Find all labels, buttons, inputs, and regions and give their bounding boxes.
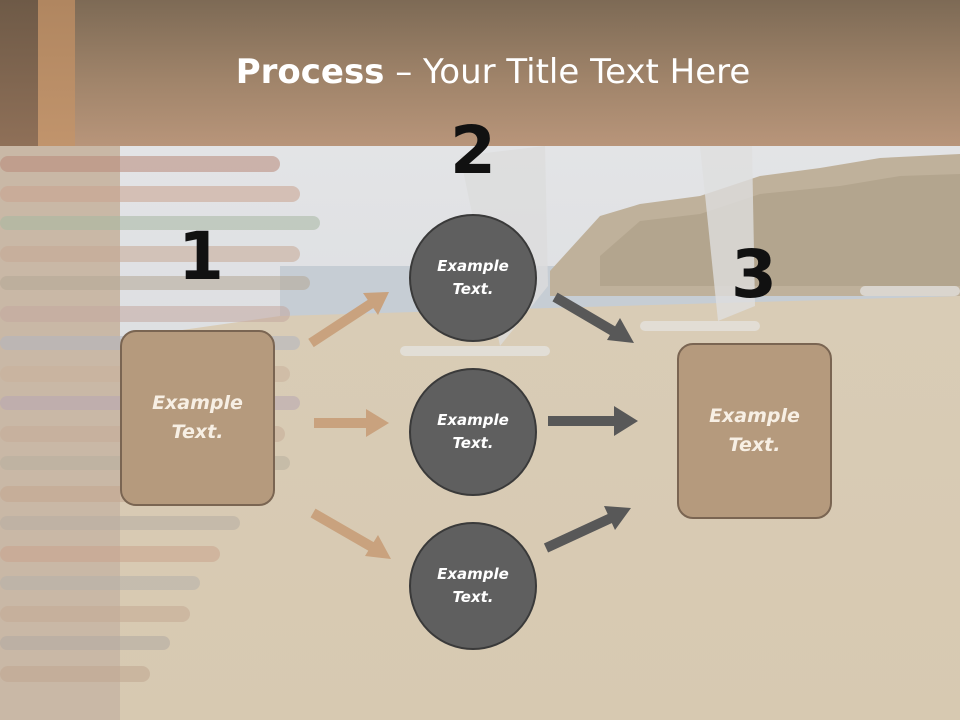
- title-rest-part: – Your Title Text Here: [384, 52, 751, 92]
- circle-node-top[interactable]: Example Text.: [409, 214, 537, 342]
- circle-node-bottom[interactable]: Example Text.: [409, 522, 537, 650]
- circle-middle-label: Example Text.: [437, 411, 509, 452]
- arrow-left-to-middle: [314, 409, 389, 437]
- right-box-label: Example Text.: [709, 405, 800, 456]
- arrow-middle-to-right: [548, 406, 638, 436]
- header-accent-bar-light: [38, 0, 75, 146]
- left-process-box[interactable]: Example Text.: [120, 330, 275, 506]
- header-band: Process – Your Title Text Here: [0, 0, 960, 146]
- step-number-1: 1: [178, 218, 224, 295]
- left-box-label: Example Text.: [152, 392, 243, 443]
- slide-title: Process – Your Title Text Here: [0, 52, 960, 92]
- arrow-left-to-bottom: [310, 508, 391, 559]
- arrow-bottom-to-right: [543, 506, 631, 553]
- arrow-top-to-right: [552, 292, 634, 343]
- header-accent-bar: [0, 0, 38, 146]
- step-number-3: 3: [731, 236, 777, 313]
- step-number-2: 2: [450, 112, 496, 189]
- circle-top-label: Example Text.: [437, 257, 509, 298]
- right-process-box[interactable]: Example Text.: [677, 343, 832, 519]
- circle-bottom-label: Example Text.: [437, 565, 509, 606]
- arrow-left-to-top: [308, 292, 389, 348]
- circle-node-middle[interactable]: Example Text.: [409, 368, 537, 496]
- title-bold-part: Process: [235, 52, 385, 92]
